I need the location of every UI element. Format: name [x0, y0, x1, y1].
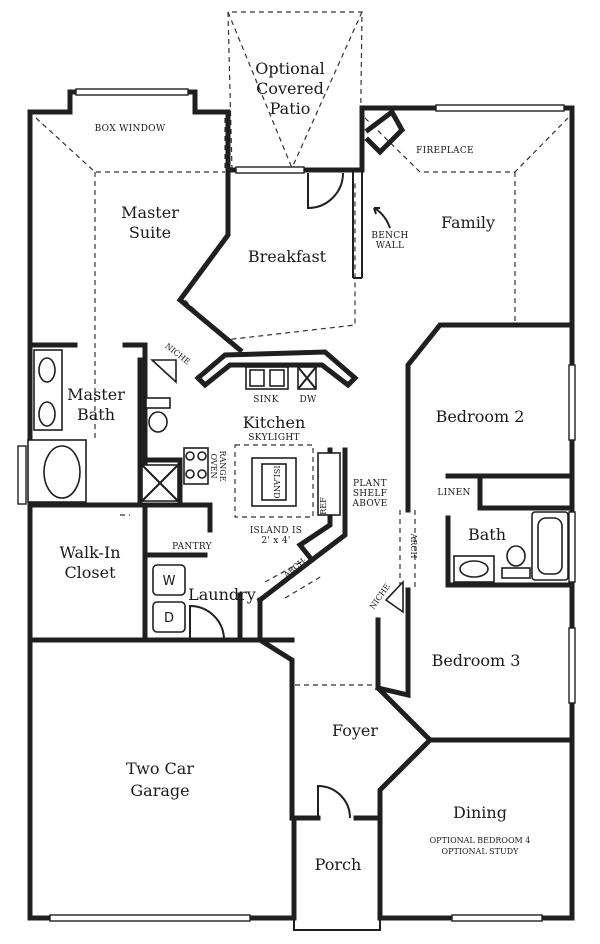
bedroom2-label: Bedroom 2 — [436, 407, 525, 426]
washer-label: W — [163, 574, 176, 589]
fireplace-label: FIREPLACE — [416, 146, 474, 156]
interior-walls — [27, 108, 575, 821]
foyer-label: Foyer — [332, 721, 378, 740]
dryer-label: D — [164, 611, 174, 626]
pantry-label: PANTRY — [172, 542, 213, 552]
hall-arch-label: ARCH — [409, 533, 418, 559]
breakfast-label: Breakfast — [248, 247, 327, 266]
bench-wall-arrow — [373, 207, 391, 229]
dining-label: Dining — [453, 803, 507, 822]
ref-label: REF — [319, 497, 328, 515]
optional-study-label: OPTIONAL STUDY — [442, 847, 520, 856]
optional-bedroom4-label: OPTIONAL BEDROOM 4 — [430, 836, 531, 845]
porch-label: Porch — [315, 855, 362, 874]
master-bath-fixtures — [27, 349, 179, 503]
kitchen-label: Kitchen — [243, 413, 306, 432]
range-oven-label: RANGEOVEN — [209, 450, 227, 481]
windows — [17, 88, 576, 922]
hall-bath-fixtures — [384, 511, 569, 614]
covered-patio-outline — [227, 11, 363, 171]
linen-label: LINEN — [437, 488, 470, 498]
bath-label: Bath — [468, 525, 506, 544]
laundry-fixtures — [152, 564, 186, 633]
kitchen-fixtures — [183, 366, 341, 518]
sink-label: SINK — [253, 395, 279, 405]
bedroom3-label: Bedroom 3 — [432, 651, 521, 670]
island-label: ISLAND — [272, 465, 281, 498]
box-window-label: BOX WINDOW — [95, 124, 166, 134]
porch-outline — [293, 818, 381, 931]
doors — [189, 172, 351, 819]
laundry-label: Laundry — [188, 585, 256, 604]
skylight-label: SKYLIGHT — [248, 433, 300, 443]
family-label: Family — [441, 213, 495, 232]
dw-label: DW — [299, 395, 317, 405]
